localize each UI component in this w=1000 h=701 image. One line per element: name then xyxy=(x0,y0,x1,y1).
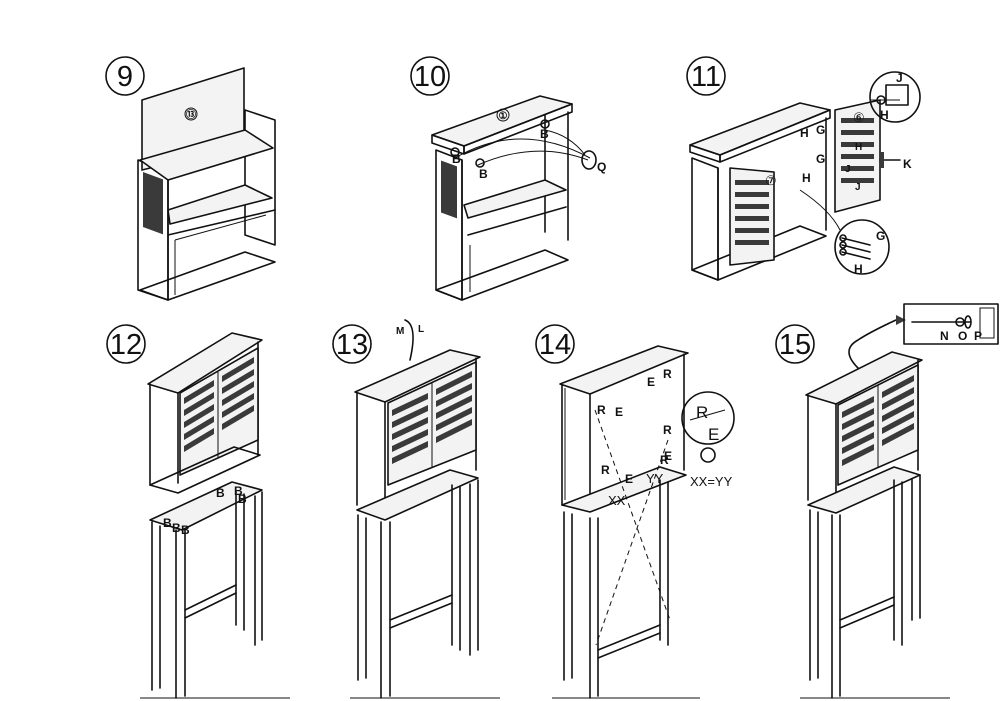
screw-icon xyxy=(475,158,485,168)
step-11-inset-g: G xyxy=(876,229,885,243)
step-11-hinge-g1: G xyxy=(816,123,825,137)
step-14-label-e3: E xyxy=(664,449,672,463)
step-11-hinge-h1: H xyxy=(800,126,809,140)
step-10-circle xyxy=(410,56,450,96)
step-15-label-p: P xyxy=(974,329,982,343)
step-13-number: 13 xyxy=(336,329,368,361)
step-10-curve-a xyxy=(454,138,591,159)
step-11-leader xyxy=(799,189,841,231)
step-12-label-b5: B xyxy=(172,521,181,535)
diagonal-xx xyxy=(594,409,671,621)
step-10: 10 ① B B B Q xyxy=(410,56,606,301)
step-11-inset-h2: H xyxy=(854,262,863,276)
step-12-upper-cabinet xyxy=(147,332,263,494)
screw-driver-icon xyxy=(404,319,414,361)
step-12-label-b2: B xyxy=(234,484,243,498)
step-15-wall-anchor-box xyxy=(903,303,999,345)
step-13: 13 xyxy=(332,319,481,699)
step-14-label-r4: R xyxy=(601,463,610,477)
step-11-hinge-inset-bottom xyxy=(834,219,890,275)
step-14-label-yy: YY xyxy=(646,471,664,486)
step-11-door-right-label: ⑥ xyxy=(853,110,865,125)
step-12-number: 12 xyxy=(110,329,142,361)
step-11-circle xyxy=(686,56,726,96)
step-14: 14 E R R E R E R E R XX YY xyxy=(535,324,735,699)
step-14-label-e4: E xyxy=(625,472,633,486)
step-14-detail-inset xyxy=(681,391,735,445)
part-1-marker xyxy=(496,108,510,122)
step-11-inset-h: H xyxy=(880,108,889,122)
step-10-curve-b xyxy=(477,150,589,166)
step-15-circle xyxy=(775,324,815,364)
step-14-label-r3: R xyxy=(663,423,672,437)
wall-anchor-leader xyxy=(848,319,897,369)
step-10-label-b3: B xyxy=(540,127,549,141)
screw-icon xyxy=(450,147,460,157)
step-11-cabinet xyxy=(689,99,901,281)
step-12-label-b1: B xyxy=(216,486,225,500)
step-14-number: 14 xyxy=(539,329,571,361)
cam-lock-icon xyxy=(581,150,597,170)
step-14-label-e1: E xyxy=(647,375,655,389)
step-11-hinge-g2: G xyxy=(816,152,825,166)
step-11-knob-label: K xyxy=(903,157,912,171)
step-11-inset-j: J xyxy=(896,71,903,85)
step-13-label-m: M xyxy=(396,326,404,337)
step-14-equation: XX=YY xyxy=(690,474,733,489)
step-9-number: 9 xyxy=(117,61,133,93)
step-11-hinge-h2: H xyxy=(802,171,811,185)
step-14-label-r2: R xyxy=(597,403,606,417)
step-12-circle xyxy=(106,324,146,364)
step-10-label-q: Q xyxy=(597,160,606,174)
step-14-label-e2: E xyxy=(615,405,623,419)
tape-measure-icon xyxy=(700,447,716,463)
step-11-small-j2: J xyxy=(855,182,861,193)
step-15-label-n: N xyxy=(940,329,949,343)
step-10-label-b1: B xyxy=(452,152,461,166)
step-9-part-label: ⑬ xyxy=(186,108,196,121)
step-9: 9 ⑬ xyxy=(105,56,276,301)
step-11-hinge-inset-top xyxy=(869,71,921,123)
step-10-curve-c xyxy=(544,129,586,156)
step-15-cabinet xyxy=(805,351,923,699)
step-14-circle xyxy=(535,324,575,364)
step-13-label-l: L xyxy=(418,324,424,335)
step-15-number: 15 xyxy=(779,329,811,361)
screw-icon xyxy=(540,119,550,129)
step-11: 11 xyxy=(686,56,921,281)
step-13-circle xyxy=(332,324,372,364)
step-14-inset-e: E xyxy=(708,425,719,444)
step-14-inset-r: R xyxy=(696,403,708,422)
step-15: 15 xyxy=(775,303,999,699)
diagonal-yy xyxy=(595,439,669,646)
step-12-label-b3: B xyxy=(238,492,247,506)
step-11-small-h: H xyxy=(855,142,862,153)
step-12-label-b6: B xyxy=(181,523,190,537)
step-11-door-left-label: ⑦ xyxy=(765,173,777,188)
part-13-marker xyxy=(184,107,198,121)
step-14-label-r1: R xyxy=(663,367,672,381)
step-12: 12 xyxy=(106,324,263,699)
step-10-shelf-unit xyxy=(431,95,573,301)
step-14-label-r5: R xyxy=(660,453,669,467)
step-11-small-j1: J xyxy=(845,164,851,175)
step-9-shelf-unit xyxy=(137,67,276,301)
step-11-number: 11 xyxy=(691,61,721,93)
step-10-number: 10 xyxy=(414,61,446,93)
step-9-circle xyxy=(105,56,145,96)
step-12-label-b4: B xyxy=(163,516,172,530)
step-10-part-label: ① xyxy=(499,111,508,122)
step-12-lower-frame xyxy=(149,481,263,699)
step-14-cabinet-back xyxy=(559,345,689,699)
step-13-cabinet xyxy=(354,349,481,699)
step-14-label-xx: XX xyxy=(608,493,626,508)
step-15-label-o: O xyxy=(958,329,967,343)
step-10-label-b2: B xyxy=(479,167,488,181)
